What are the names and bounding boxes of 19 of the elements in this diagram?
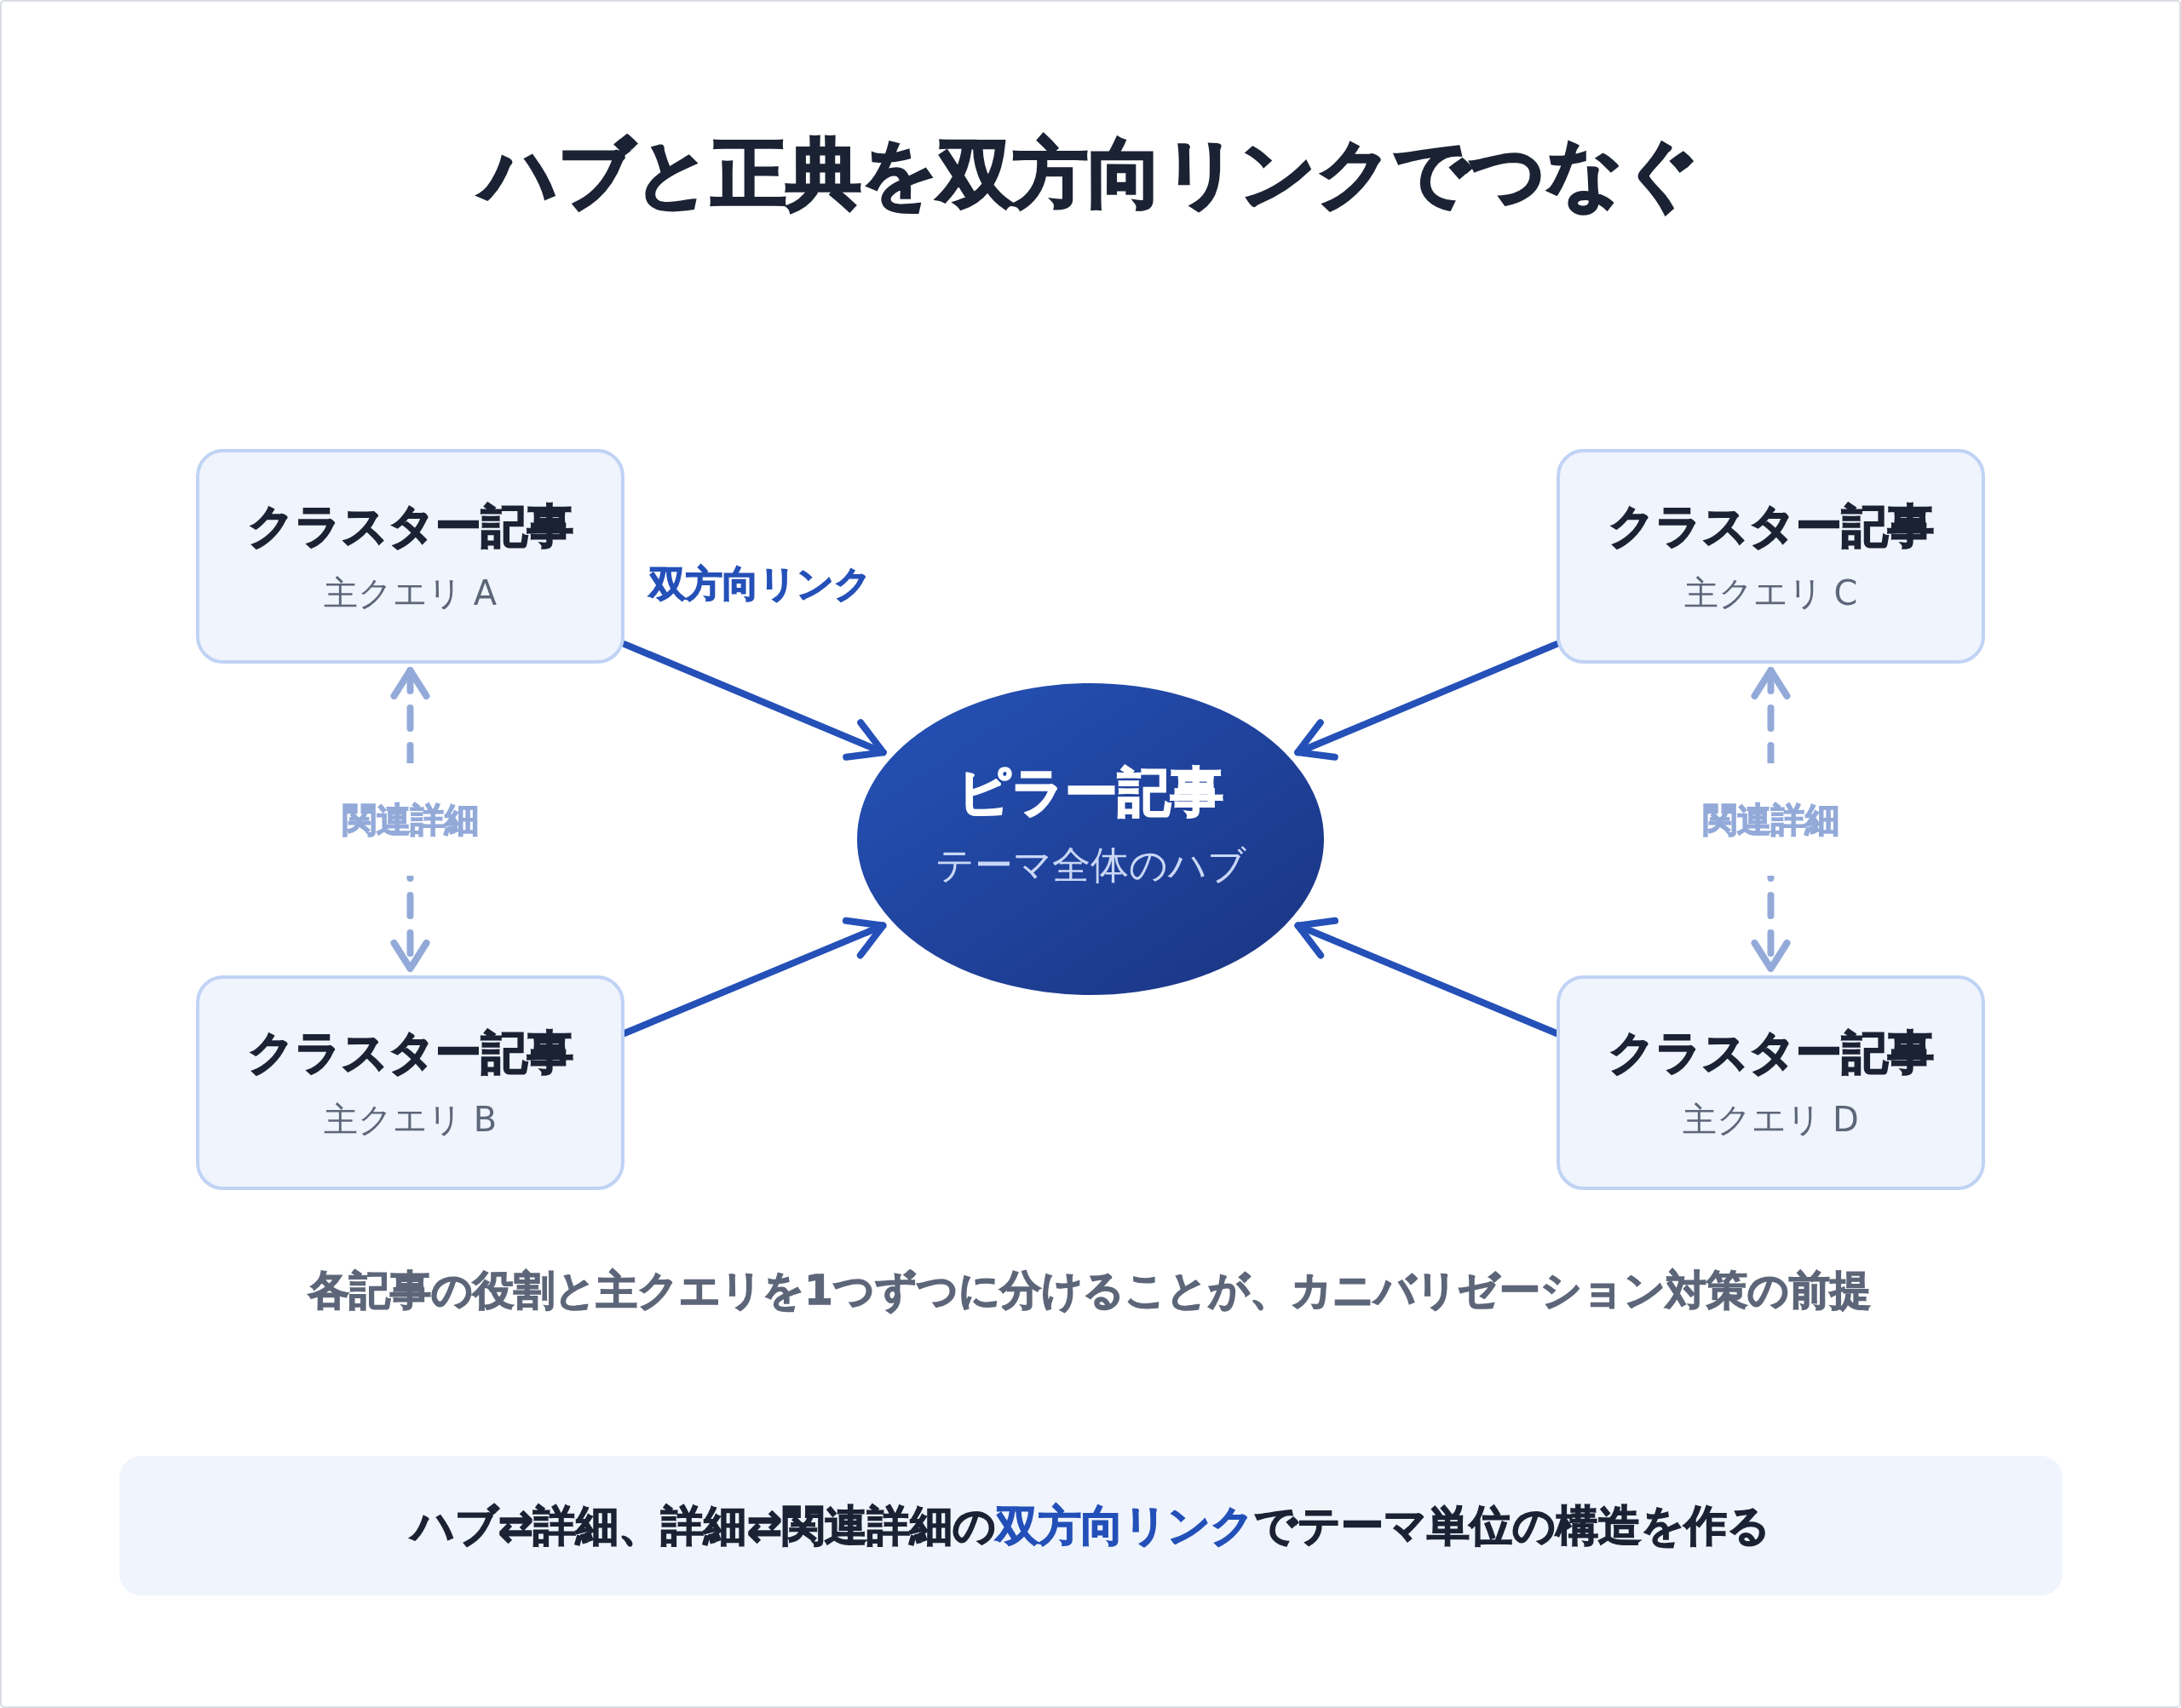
ellipse-heading: ピラー記事 — [958, 760, 1223, 825]
banner-text: ハブ⇄詳細、詳細⇄関連詳細の双方向リンクでテーマ単位の構造を作る — [411, 1500, 1771, 1551]
box-subtitle: 主クエリ A — [323, 572, 498, 614]
pillar-ellipse — [857, 683, 1324, 995]
box-heading: クラスター記事 — [1608, 498, 1934, 555]
arrow — [621, 641, 887, 761]
box-subtitle: 主クエリ D — [1683, 1099, 1859, 1141]
cluster-article-box — [196, 449, 624, 664]
box-subtitle: 主クエリ C — [1683, 572, 1858, 614]
arrow — [1294, 641, 1560, 761]
cluster-article-box — [196, 975, 624, 1190]
note-text: 各記事の役割と主クエリを1つずつに分けることが、カニバリゼーション対策の前提 — [308, 1266, 1871, 1315]
box-heading: クラスター記事 — [1608, 1025, 1934, 1081]
cluster-article-box — [1557, 975, 1985, 1190]
cluster-article-box — [1557, 449, 1985, 664]
ellipse-subtitle: テーマ全体のハブ — [935, 842, 1246, 889]
box-subtitle: 主クエリ B — [323, 1099, 498, 1141]
box-heading: クラスター記事 — [247, 1025, 573, 1081]
box-heading: クラスター記事 — [247, 498, 573, 555]
